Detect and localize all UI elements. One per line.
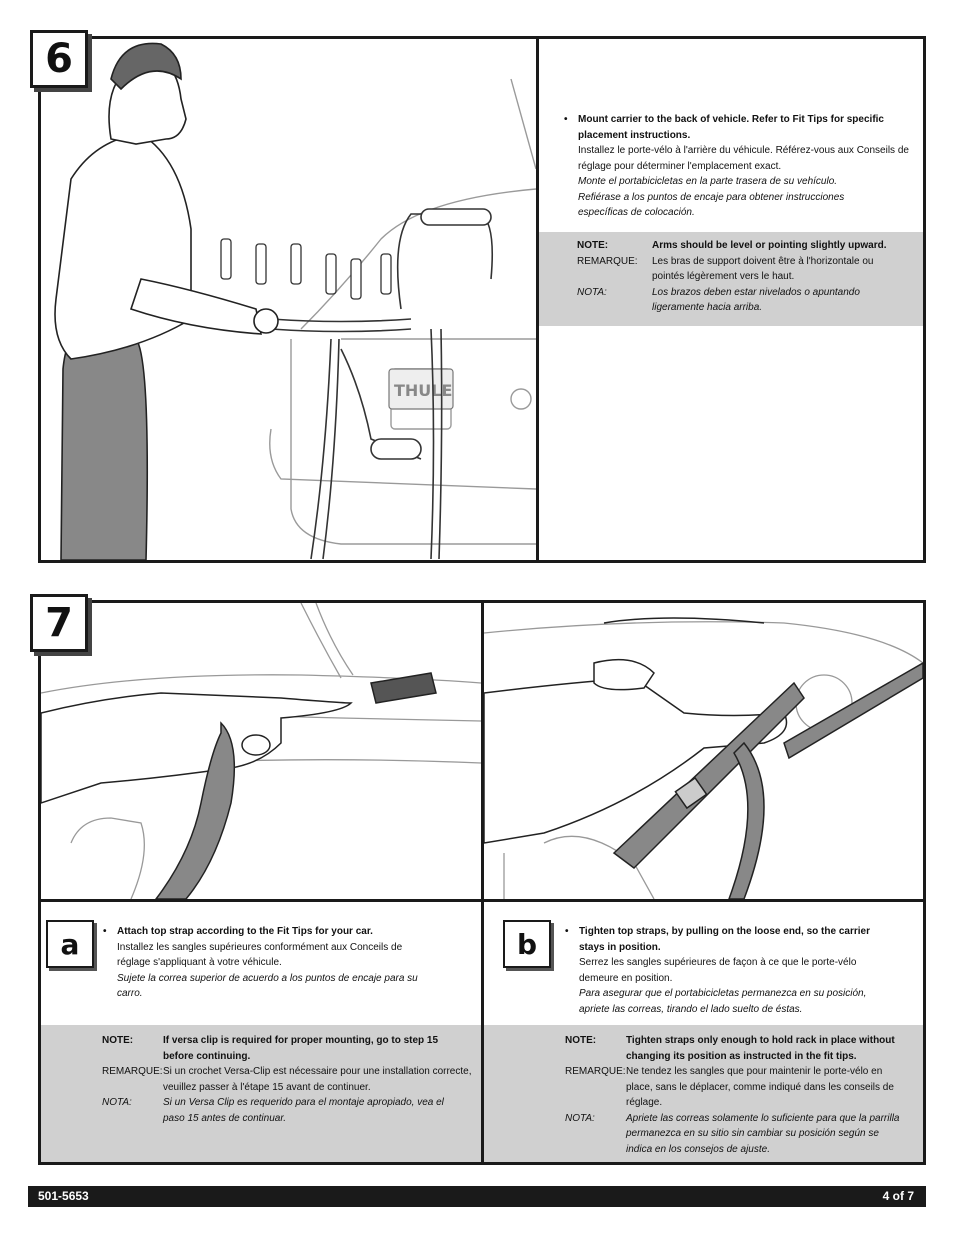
hand-strap-drawing (41, 672, 437, 899)
substep-b-letter: b (516, 927, 538, 961)
note-text-en: Arms should be level or pointing slightl… (652, 240, 887, 251)
step6-bullet-en: Mount carrier to the back of vehicle. Re… (578, 114, 884, 141)
step-number-6-text: 6 (45, 36, 73, 82)
note-label-es: NOTA: (102, 1097, 132, 1108)
license-plate (388, 368, 454, 410)
note-label-es: NOTA: (565, 1112, 595, 1124)
page-footer: 501-5653 4 of 7 (28, 1186, 926, 1207)
note-text-en: Tighten straps only enough to hold rack … (626, 1035, 895, 1062)
car-rear-drawing (269, 78, 536, 545)
step7a-instructions: • Attach top strap according to the Fit … (103, 924, 462, 1002)
note-label-fr: REMARQUE: (102, 1066, 163, 1077)
bullet-icon: • (565, 926, 569, 937)
step7-divider-horizontal (38, 899, 926, 902)
step7b-instructions: • Tighten top straps, by pulling on the … (565, 924, 909, 1017)
note-label-en: NOTE: (577, 240, 609, 251)
substep-a-label: a (46, 920, 94, 968)
note-label-en: NOTE: (102, 1035, 134, 1046)
note-text-fr: Les bras de support doivent être à l'hor… (652, 255, 874, 283)
arms-straps-drawing (484, 617, 923, 899)
step7b-bullet-fr: Serrez les sangles supérieures de façon … (579, 957, 857, 984)
step7a-bullet-es: Sujete la correa superior de acuerdo a l… (117, 972, 418, 1000)
step7-divider-vertical (481, 600, 484, 1165)
note-label-es: NOTA: (577, 286, 607, 298)
step-number-6: 6 (30, 30, 88, 88)
note-label-en: NOTE: (565, 1035, 597, 1046)
note-label-fr: REMARQUE: (577, 255, 638, 267)
step7a-bullet-en: Attach top strap according to the Fit Ti… (117, 926, 373, 937)
carrier-drawing (220, 208, 494, 560)
note-text-es: Los brazos deben estar nivelados o apunt… (652, 286, 860, 314)
note-label-fr: REMARQUE: (565, 1066, 626, 1077)
step-number-7-text: 7 (45, 600, 73, 646)
bullet-icon: • (103, 926, 107, 937)
step7b-bullet-en: Tighten top straps, by pulling on the lo… (579, 926, 870, 953)
step6-illustration: THULE (54, 42, 536, 560)
step7a-bullet-fr: Installez les sangles supérieures confor… (117, 941, 403, 969)
step7b-note-box: NOTE: Tighten straps only enough to hold … (484, 1025, 923, 1162)
step7b-illustration (484, 617, 923, 899)
step6-note-box: NOTE: Arms should be level or pointing sl… (539, 232, 923, 326)
step7a-note-box: NOTE: If versa clip is required for prope… (41, 1025, 481, 1162)
page-number: 4 of 7 (882, 1189, 914, 1203)
note-text-fr: Si un crochet Versa-Clip est nécessaire … (163, 1066, 472, 1093)
step6-bullet-fr: Installez le porte-vélo à l'arrière du v… (578, 145, 909, 172)
step6-instructions: • Mount carrier to the back of vehicle. … (564, 112, 912, 221)
step-number-7: 7 (30, 594, 88, 652)
person-drawing (54, 42, 279, 560)
plate-logo: THULE (394, 381, 452, 400)
step7a-illustration (41, 603, 481, 899)
note-text-fr: Ne tendez les sangles que pour maintenir… (626, 1066, 894, 1108)
note-text-es: Si un Versa Clip es requerido para el mo… (163, 1097, 444, 1124)
substep-b-label: b (503, 920, 551, 968)
step6-divider (536, 36, 539, 563)
bullet-icon: • (564, 114, 568, 125)
substep-a-letter: a (60, 927, 80, 961)
note-text-en: If versa clip is required for proper mou… (163, 1035, 439, 1062)
note-text-es: Apriete las correas solamente lo suficie… (626, 1112, 900, 1155)
step6-bullet-es: Monte el portabicicletas en la parte tra… (578, 176, 845, 218)
step7b-bullet-es: Para asegurar que el portabicicletas per… (579, 988, 867, 1015)
part-number: 501-5653 (38, 1189, 89, 1203)
